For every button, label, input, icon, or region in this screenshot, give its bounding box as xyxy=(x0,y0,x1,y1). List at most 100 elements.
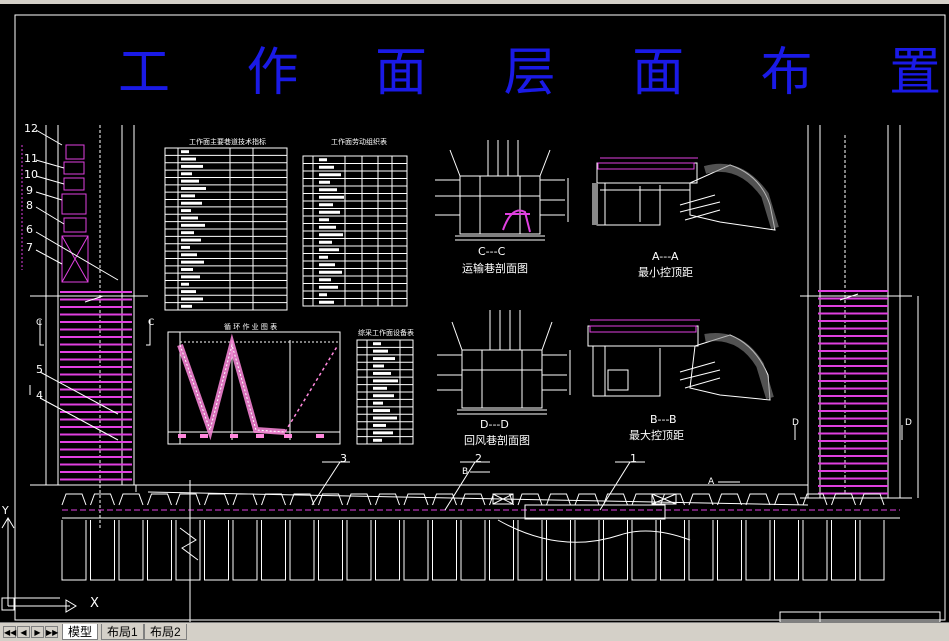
ucs-x-label: X xyxy=(90,596,99,611)
drawing-canvas[interactable]: 工 作 面 层 面 布 置 图 xyxy=(0,0,949,622)
hydraulic-support xyxy=(375,493,400,581)
section-cc-code: C---C xyxy=(478,245,506,258)
table-cell-text xyxy=(181,201,202,205)
layout-tab-bar: ◀◀ ◀ ▶ ▶▶ 模型 布局1 布局2 xyxy=(0,622,949,641)
table-cell-text xyxy=(373,416,397,420)
callout-3: 3 xyxy=(340,452,347,465)
hydraulic-support xyxy=(688,493,714,581)
section-cc-name: 运输巷剖面图 xyxy=(462,262,528,275)
table-cell-text xyxy=(319,240,332,244)
section-marker-d-right: D xyxy=(905,418,912,428)
table-cell-text xyxy=(181,179,199,183)
table-cell-text xyxy=(181,231,194,235)
table-cell-text xyxy=(319,300,334,304)
hydraulic-support xyxy=(574,493,600,581)
ucs-y-label: Y xyxy=(2,504,9,517)
table-cell-text xyxy=(181,268,193,271)
section-bb-name: 最大控顶距 xyxy=(629,429,684,442)
section-dd-name: 回风巷剖面图 xyxy=(464,434,530,447)
table-cell-text xyxy=(319,233,343,237)
table-cell-text xyxy=(181,157,196,161)
table-cell-text xyxy=(181,194,195,198)
hydraulic-support xyxy=(603,493,628,581)
section-bb-code: B---B xyxy=(650,413,677,426)
tab-model[interactable]: 模型 xyxy=(62,624,99,640)
hydraulic-support xyxy=(460,493,486,581)
first-tab-button[interactable]: ◀◀ xyxy=(3,626,17,638)
hydraulic-support xyxy=(774,493,799,581)
hydraulic-support xyxy=(232,493,258,581)
table-cell-text xyxy=(373,371,391,375)
callout-12: 12 xyxy=(24,122,38,135)
toolbar-strip xyxy=(0,0,949,4)
hydraulic-support xyxy=(403,493,429,581)
table-cell-text xyxy=(373,409,390,413)
callout-4: 4 xyxy=(36,389,43,402)
table-cell-text xyxy=(319,225,336,229)
table-cell-text xyxy=(181,260,204,264)
next-tab-button[interactable]: ▶ xyxy=(31,626,44,638)
section-dd-code: D---D xyxy=(480,418,509,431)
table-cell-text xyxy=(181,216,198,220)
hydraulic-support xyxy=(831,493,856,581)
table-cell-text xyxy=(181,223,205,227)
table-cell-text xyxy=(181,297,203,301)
hydraulic-support xyxy=(631,493,657,581)
table-cell-text xyxy=(373,364,384,368)
table-cell-text xyxy=(181,275,200,279)
table-cell-text xyxy=(181,253,197,257)
table-cell-text xyxy=(373,438,382,442)
table-cell-text xyxy=(319,255,328,259)
section-marker-b: B xyxy=(462,467,469,477)
callout-5: 5 xyxy=(36,363,43,376)
table-cell-text xyxy=(319,158,327,162)
hydraulic-support xyxy=(546,493,571,581)
table-cell-text xyxy=(373,401,383,405)
table-cell-text xyxy=(181,290,196,294)
section-aa-code: A---A xyxy=(652,250,679,263)
table-cell-text xyxy=(373,342,381,346)
hydraulic-support xyxy=(859,493,885,581)
table-cell-text xyxy=(181,150,189,154)
tab-layout2[interactable]: 布局2 xyxy=(144,624,187,640)
table-cell-text xyxy=(319,263,335,267)
last-tab-button[interactable]: ▶▶ xyxy=(45,626,59,638)
callout-9: 9 xyxy=(26,184,33,197)
callout-11: 11 xyxy=(24,152,38,165)
hydraulic-support xyxy=(489,493,514,581)
hydraulic-support xyxy=(432,493,457,581)
table2-title: 工作面劳动组织表 xyxy=(331,138,387,146)
hydraulic-support xyxy=(717,493,742,581)
table3-title: 综采工作面设备表 xyxy=(358,329,414,337)
callout-2: 2 xyxy=(475,452,482,465)
section-aa-name: 最小控顶距 xyxy=(638,266,693,279)
prev-tab-button[interactable]: ◀ xyxy=(17,626,30,638)
hydraulic-support xyxy=(147,493,172,581)
hydraulic-support xyxy=(90,493,115,581)
table-cell-text xyxy=(319,195,344,199)
tab-layout1[interactable]: 布局1 xyxy=(101,624,144,640)
section-marker-c-right: C xyxy=(148,318,155,328)
table-cell-text xyxy=(319,218,329,222)
table-cell-text xyxy=(319,248,339,252)
section-marker-a: A xyxy=(708,477,715,487)
table-cell-text xyxy=(373,386,387,390)
callout-6: 6 xyxy=(26,223,33,236)
table-cell-text xyxy=(181,187,206,190)
table-cell-text xyxy=(181,209,191,213)
hydraulic-support xyxy=(517,493,543,581)
hydraulic-support xyxy=(745,493,771,581)
table-cell-text xyxy=(181,172,192,176)
hydraulic-support xyxy=(289,493,315,581)
table-cell-text xyxy=(319,180,330,184)
chart-title: 循 环 作 业 图 表 xyxy=(224,323,278,331)
table-cell-text xyxy=(373,379,398,383)
callout-1: 1 xyxy=(630,452,637,465)
table-cell-text xyxy=(319,173,341,177)
table-cell-text xyxy=(181,304,192,308)
table-cell-text xyxy=(319,293,327,297)
table-cell-text xyxy=(319,278,331,282)
table-cell-text xyxy=(373,431,393,435)
cad-drawing xyxy=(1,14,946,622)
table-cell-text xyxy=(373,357,395,361)
